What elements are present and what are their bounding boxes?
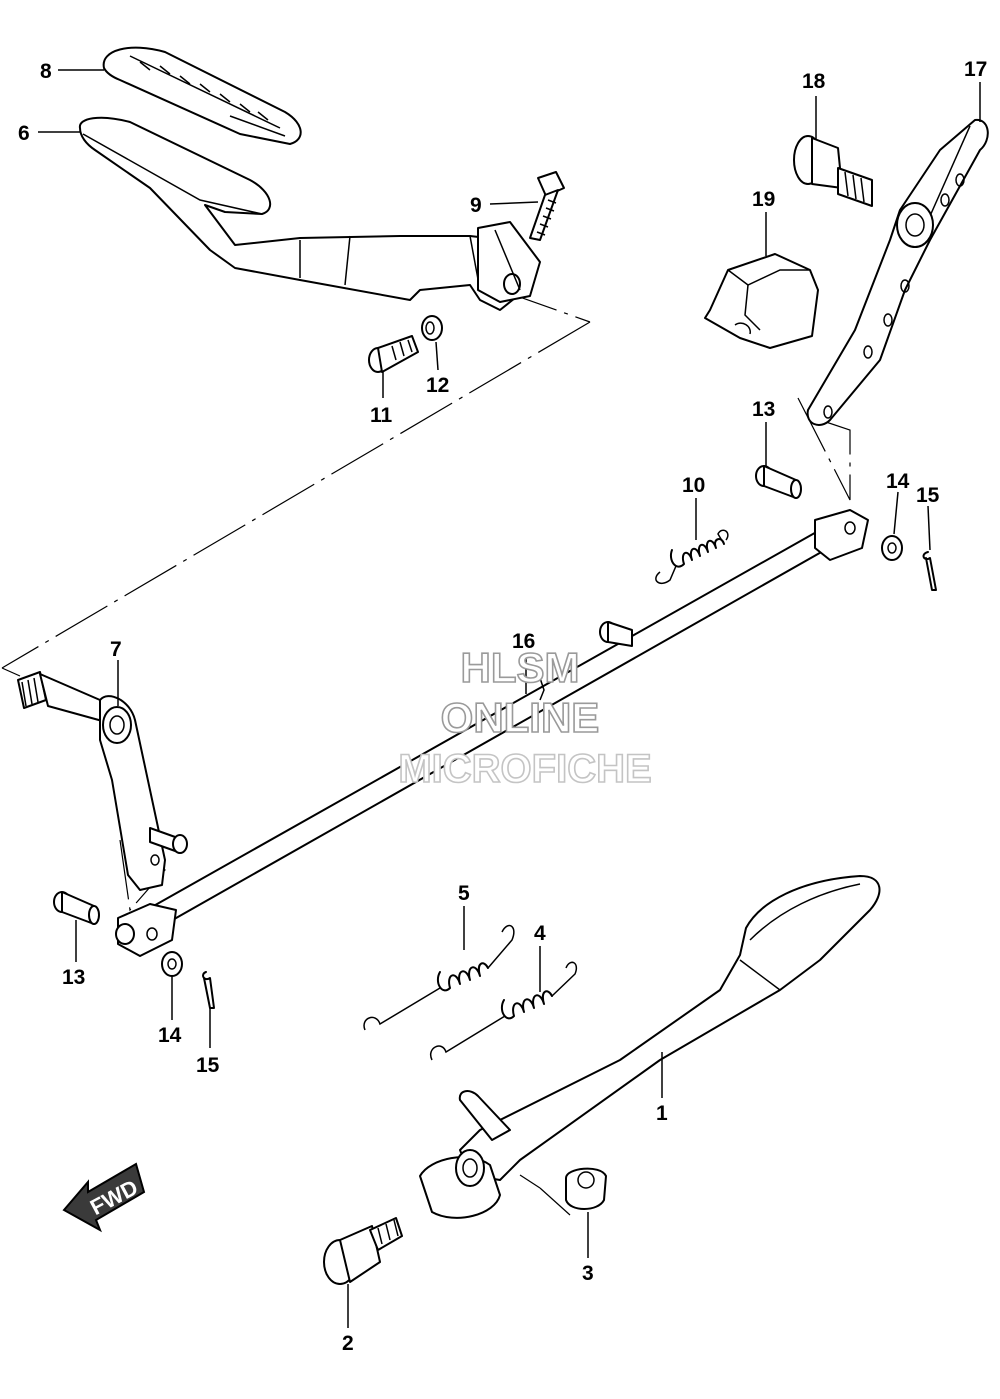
return-spring — [655, 529, 729, 584]
callout-3: 3 — [582, 1262, 594, 1285]
cotter-pin-lower — [202, 971, 215, 1009]
linkage-arm — [806, 118, 989, 426]
fwd-arrow-icon: FWD — [62, 1162, 146, 1233]
callout-12: 12 — [426, 374, 449, 397]
callout-1: 1 — [656, 1102, 668, 1125]
pivot-bolt — [368, 335, 419, 373]
watermark-line-1: HLSM — [461, 644, 580, 691]
callout-5: 5 — [458, 882, 470, 905]
callout-8: 8 — [40, 60, 52, 83]
callout-leaders — [38, 69, 981, 1328]
rod-stop-pin — [599, 621, 633, 647]
callout-13-upper: 13 — [752, 398, 775, 421]
cotter-pin-upper — [922, 551, 937, 591]
brake-rod — [115, 509, 869, 957]
washer-lower — [161, 951, 183, 977]
callout-9: 9 — [470, 194, 482, 217]
rod-end-cover — [704, 253, 819, 349]
stand-nut — [565, 1167, 607, 1210]
callout-6: 6 — [18, 122, 30, 145]
callout-15-lower: 15 — [196, 1054, 220, 1077]
callout-17: 17 — [964, 58, 987, 81]
bushing — [421, 315, 443, 341]
brake-pedal-arm — [78, 116, 541, 311]
watermark-line-3: MICROFICHE — [398, 747, 651, 791]
clevis-pin-upper — [755, 465, 802, 499]
side-stand-spring-outer — [363, 924, 515, 1031]
brake-shaft-lever — [17, 671, 166, 891]
stand-pivot-bolt — [323, 1217, 403, 1285]
callout-11: 11 — [370, 404, 393, 427]
watermark: HLSM ONLINE MICROFICHE — [398, 643, 653, 792]
callout-numbers: 8 6 9 11 12 18 19 17 13 10 14 15 16 7 13… — [18, 58, 987, 1355]
side-stand-spring-inner — [429, 961, 578, 1061]
washer-upper — [881, 535, 903, 561]
brake-pedal-rubber — [102, 46, 302, 145]
lever-pin — [149, 827, 188, 854]
watermark-line-2: ONLINE — [441, 694, 600, 741]
side-stand — [419, 875, 881, 1219]
callout-2: 2 — [342, 1332, 354, 1355]
callout-18: 18 — [802, 70, 826, 93]
callout-7: 7 — [110, 638, 122, 661]
clevis-pin-lower — [53, 891, 100, 925]
callout-4: 4 — [534, 922, 546, 945]
callout-15-upper: 15 — [916, 484, 940, 507]
callout-13-lower: 13 — [62, 966, 85, 989]
callout-19: 19 — [752, 188, 775, 211]
pedal-bolt — [529, 171, 565, 241]
callout-14-upper: 14 — [886, 470, 910, 493]
callout-10: 10 — [682, 474, 705, 497]
callout-14-lower: 14 — [158, 1024, 182, 1047]
shoulder-bolt — [793, 135, 873, 207]
callout-16: 16 — [512, 630, 535, 653]
